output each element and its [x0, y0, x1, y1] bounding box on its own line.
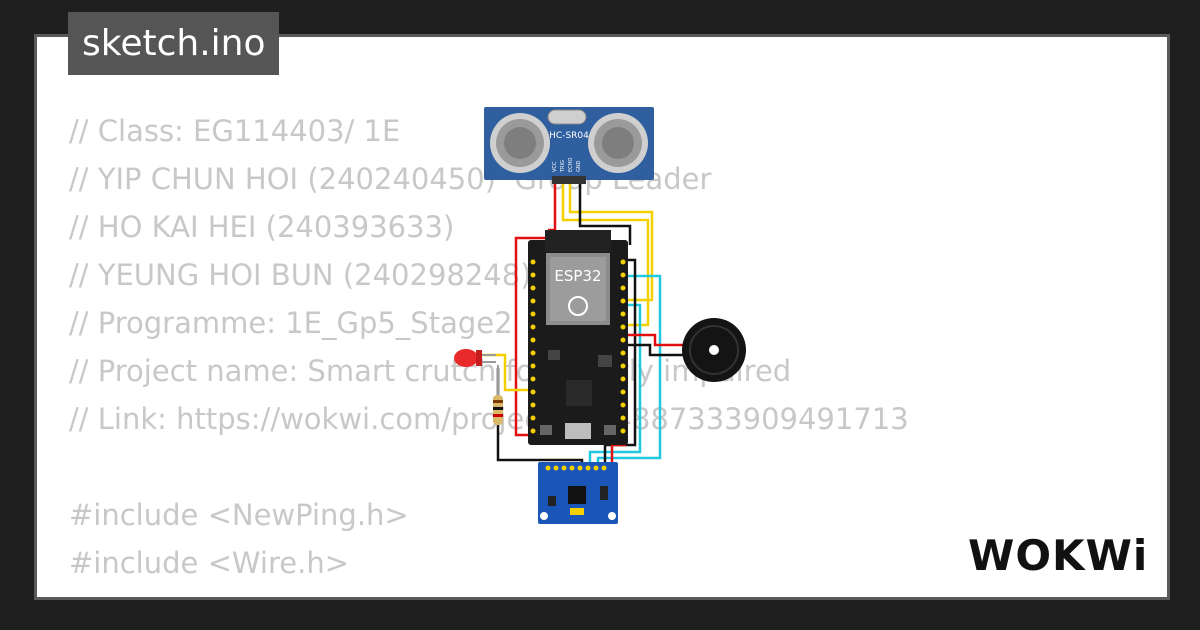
sensor-pin-label: TRIG — [560, 160, 566, 173]
esp32-label: ESP32 — [554, 267, 601, 285]
ultrasonic-sensor[interactable]: HC-SR04 VCC TRIG ECHO GND — [484, 107, 654, 184]
code-line: #include <NewPing.h> — [69, 498, 409, 532]
sensor-pin-label: GND — [576, 160, 582, 172]
esp32-board[interactable]: ESP32 — [528, 230, 628, 445]
code-line: #include <Wire.h> — [69, 546, 350, 580]
sensor-pin-label: ECHO — [568, 158, 574, 172]
esp32-pins-right — [620, 259, 626, 434]
code-line: // HO KAI HEI (240393633) — [69, 210, 455, 244]
code-line: // Programme: 1E_Gp5_Stage2 — [69, 306, 513, 340]
wire-gnd — [578, 183, 632, 245]
wire-vcc — [548, 183, 557, 232]
wire-echo — [568, 183, 654, 302]
sensor-label: HC-SR04 — [549, 131, 589, 141]
wire-black-buzzer — [626, 343, 683, 357]
wokwi-logo: WOKWi — [968, 531, 1148, 580]
mpu6050-module[interactable] — [538, 462, 618, 524]
filename-tab[interactable]: sketch.ino — [68, 12, 280, 75]
red-led[interactable] — [454, 349, 496, 367]
wire-black-mpu — [603, 258, 637, 470]
usb-port — [565, 423, 591, 439]
espressif-logo-icon — [568, 296, 588, 316]
wire-yellow-led — [478, 353, 530, 392]
code-line: #include <MPU6050.h> — [69, 587, 909, 597]
wokwi-logo-text: WOKWi — [968, 531, 1148, 580]
esp32-pins-left — [530, 259, 536, 434]
buzzer[interactable] — [682, 318, 746, 382]
code-line: // Class: EG114403/ 1E — [69, 114, 401, 148]
sensor-pin-label: VCC — [552, 161, 558, 172]
wire-red-mpu — [626, 333, 683, 347]
code-line: // YEUNG HOI BUN (240298248) — [69, 258, 532, 292]
resistor[interactable] — [493, 365, 503, 425]
